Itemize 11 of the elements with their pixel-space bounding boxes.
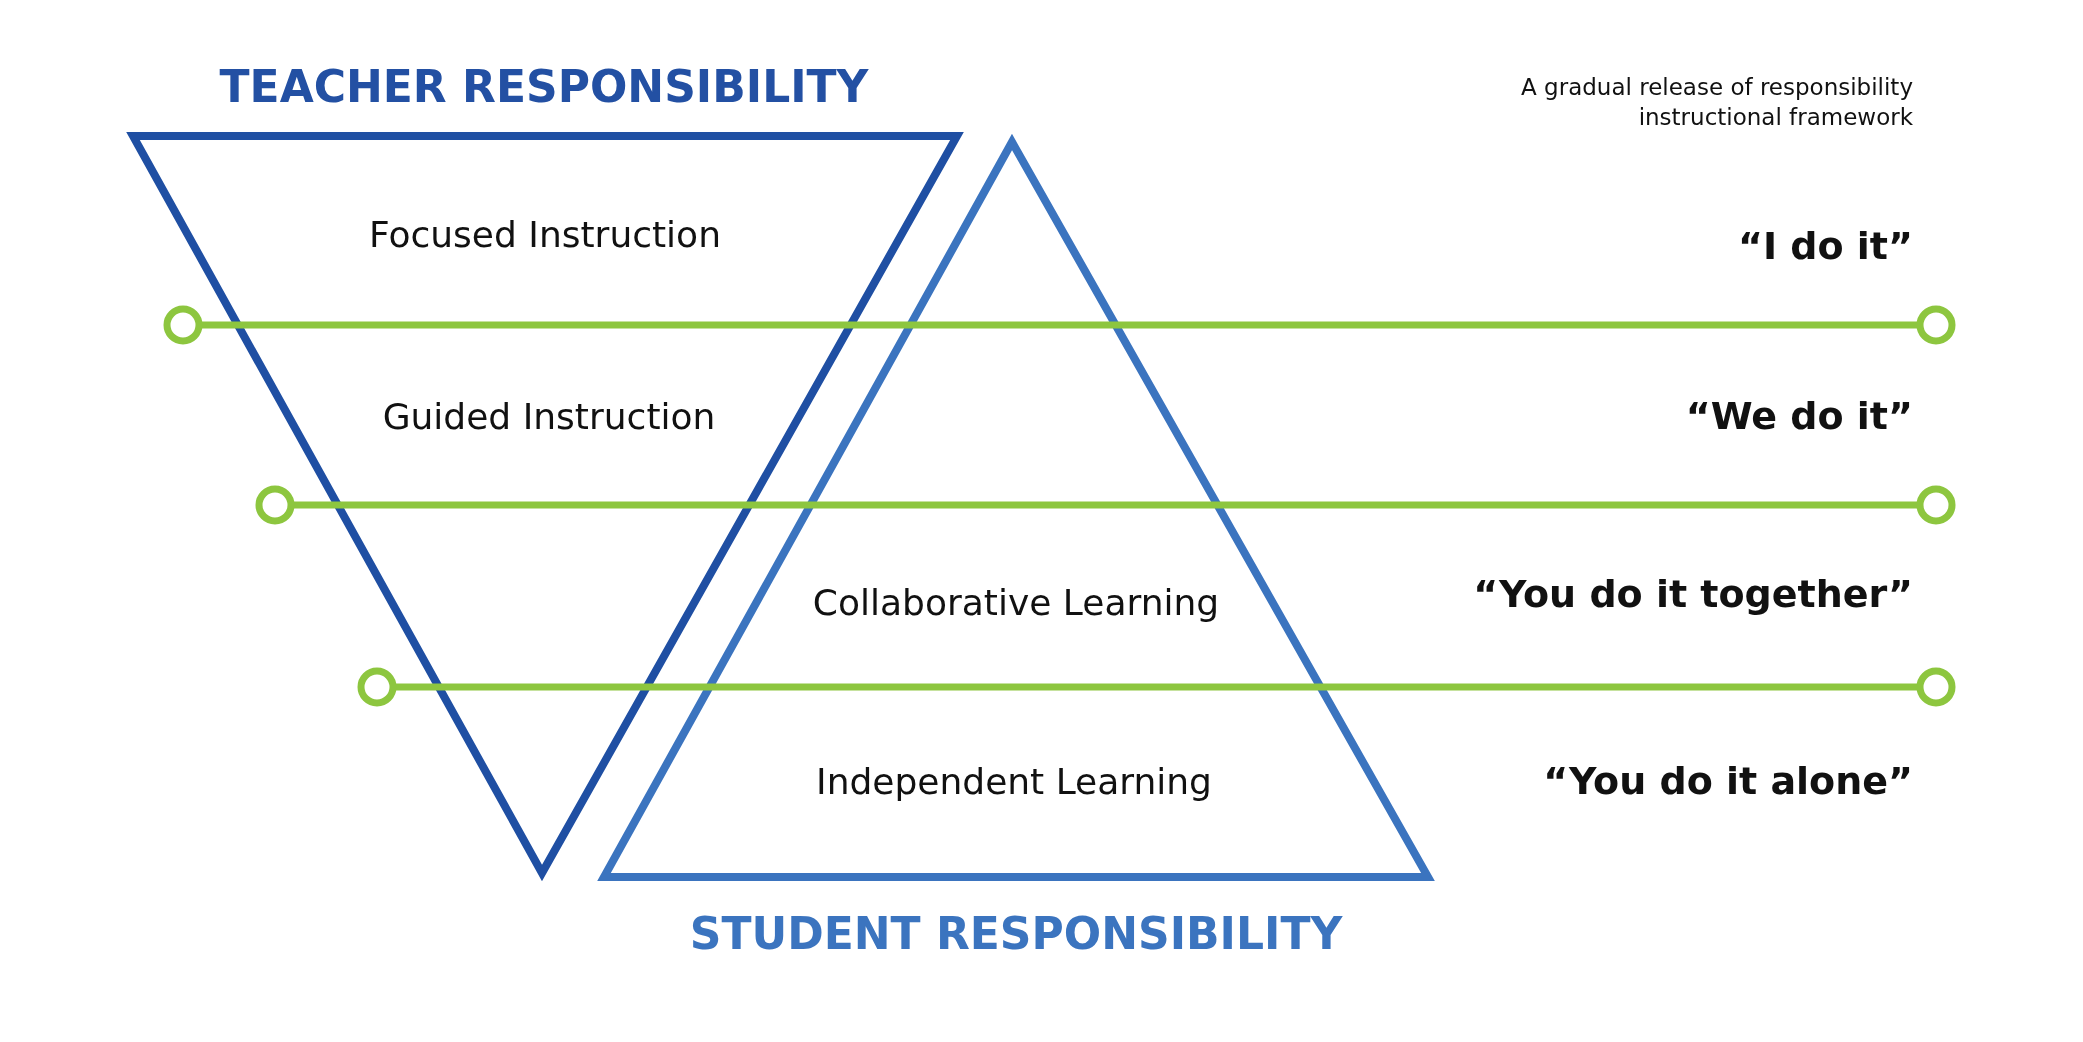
section-heading: STUDENT RESPONSIBILITY	[689, 907, 1343, 959]
quote-text: “We do it”	[1685, 394, 1913, 438]
quote-text: “I do it”	[1737, 224, 1913, 268]
stage-label: Focused Instruction	[369, 213, 721, 255]
stage-label: Independent Learning	[816, 760, 1212, 802]
stage-label: Guided Instruction	[382, 395, 716, 437]
quote-text: “You do it together”	[1473, 572, 1913, 616]
section-heading: TEACHER RESPONSIBILITY	[219, 60, 869, 112]
stage-label: Collaborative Learning	[812, 581, 1220, 623]
quote-text: “You do it alone”	[1543, 759, 1913, 803]
caption-text: A gradual release of responsibility instructional framework	[1520, 73, 1913, 132]
